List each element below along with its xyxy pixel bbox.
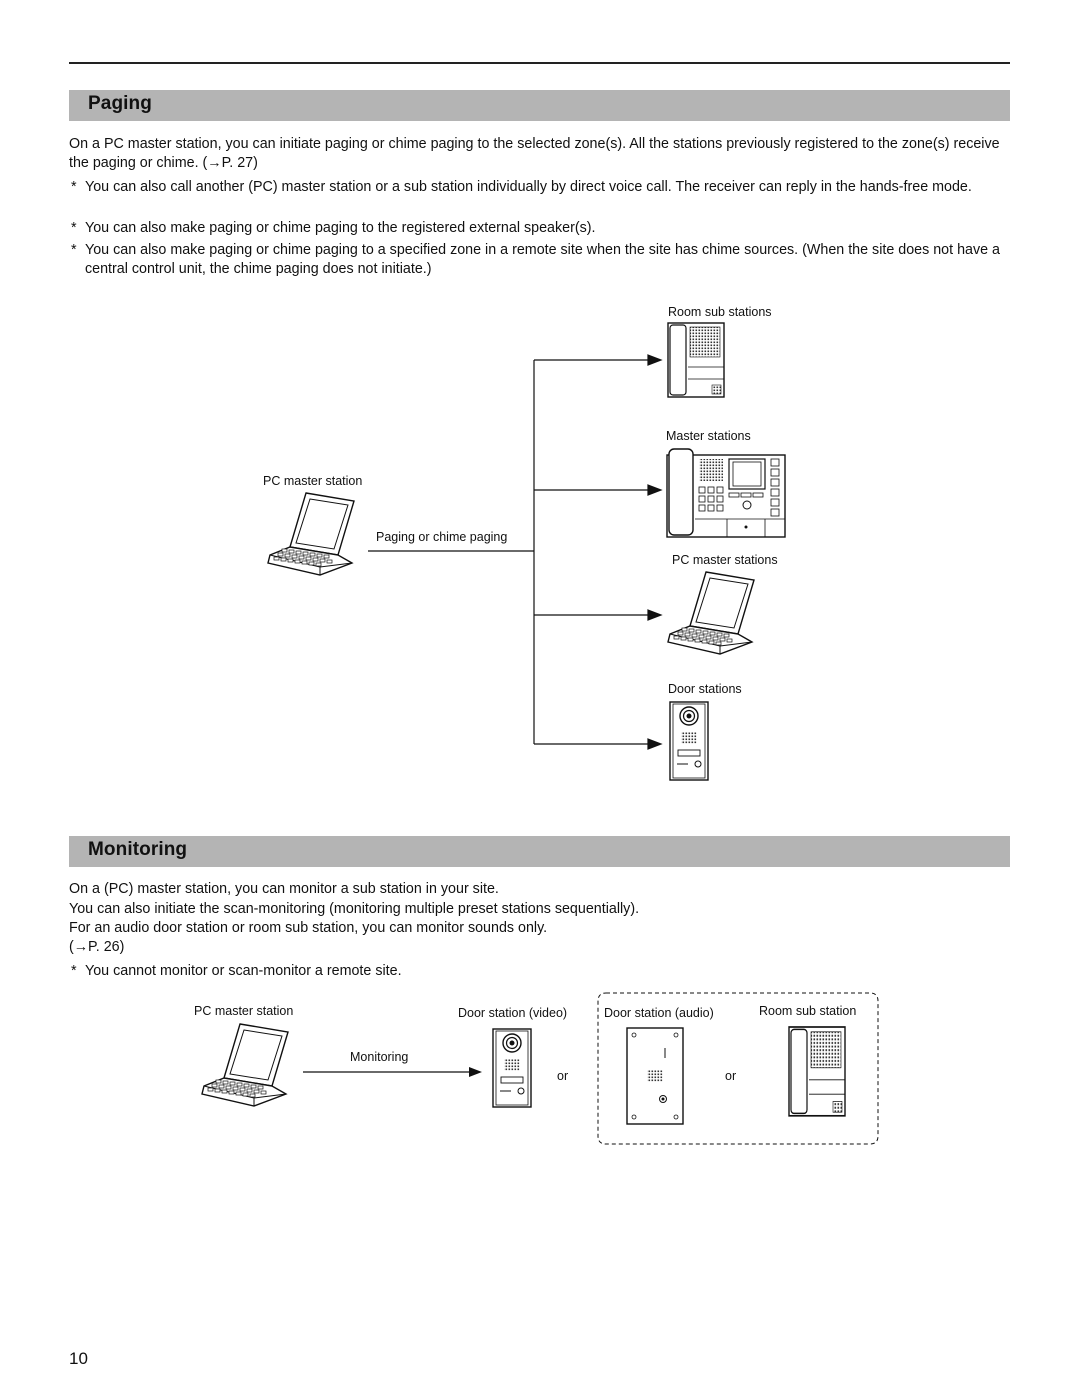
paging-section-header: Paging [69,90,1010,121]
monitoring-line-3: For an audio door station or room sub st… [69,920,548,936]
paging-note-text: You can also make paging or chime paging… [85,242,1001,277]
monitoring-section-header: Monitoring [69,836,1010,867]
note-marker: * [71,963,77,979]
paging-note-3: * You can also make paging or chime pagi… [69,241,1010,279]
paging-diagram [267,322,786,781]
label-pc-master-stations: PC master stations [672,553,778,567]
label-monitoring-line: Monitoring [350,1050,409,1064]
door-station-audio-icon [626,1027,684,1125]
label-pc-master-station: PC master station [263,474,363,488]
door-station-video-icon [492,1028,532,1108]
note-marker: * [71,242,77,258]
label-mon-pc-master-station: PC master station [194,1004,294,1018]
monitoring-note-text: You cannot monitor or scan-monitor a rem… [85,963,402,979]
paging-title: Paging [88,93,152,114]
paging-intro: On a PC master station, you can initiate… [69,136,1000,171]
note-marker: * [71,179,77,195]
label-room-sub-station: Room sub station [759,1004,857,1018]
label-master-stations: Master stations [666,429,751,443]
label-door-stations: Door stations [668,682,742,696]
paging-note-1: * You can also call another (PC) master … [69,178,1010,197]
monitoring-line-1: On a (PC) master station, you can monito… [69,881,499,897]
master-station-icon [666,448,786,538]
monitoring-diagram [201,992,879,1145]
label-or-2: or [725,1069,737,1083]
label-door-station-audio: Door station (audio) [604,1006,714,1020]
top-rule [69,62,1010,64]
note-marker: * [71,220,77,236]
monitoring-line-4: (→P. 26) [69,939,125,955]
room-sub-station-mon-icon [788,1026,846,1117]
monitoring-title: Monitoring [88,839,188,860]
label-paging-line: Paging or chime paging [376,530,508,544]
door-station-icon [669,701,709,781]
paging-note-text: You can also call another (PC) master st… [85,179,972,195]
mon-pc-master-station-laptop-icon [201,1023,289,1107]
pc-master-stations-laptop-icon [667,571,755,655]
paging-note-text: You can also make paging or chime paging… [85,220,596,236]
label-room-sub-stations: Room sub stations [668,305,772,319]
page-number: 10 [69,1349,88,1368]
monitoring-note: * You cannot monitor or scan-monitor a r… [69,962,1010,981]
monitoring-line-2: You can also initiate the scan-monitorin… [69,901,640,917]
label-door-station-video: Door station (video) [458,1006,568,1020]
label-or-1: or [557,1069,569,1083]
pc-master-station-laptop-icon [267,492,355,576]
paging-note-2: * You can also make paging or chime pagi… [69,219,1010,238]
room-sub-station-icon [667,322,725,398]
